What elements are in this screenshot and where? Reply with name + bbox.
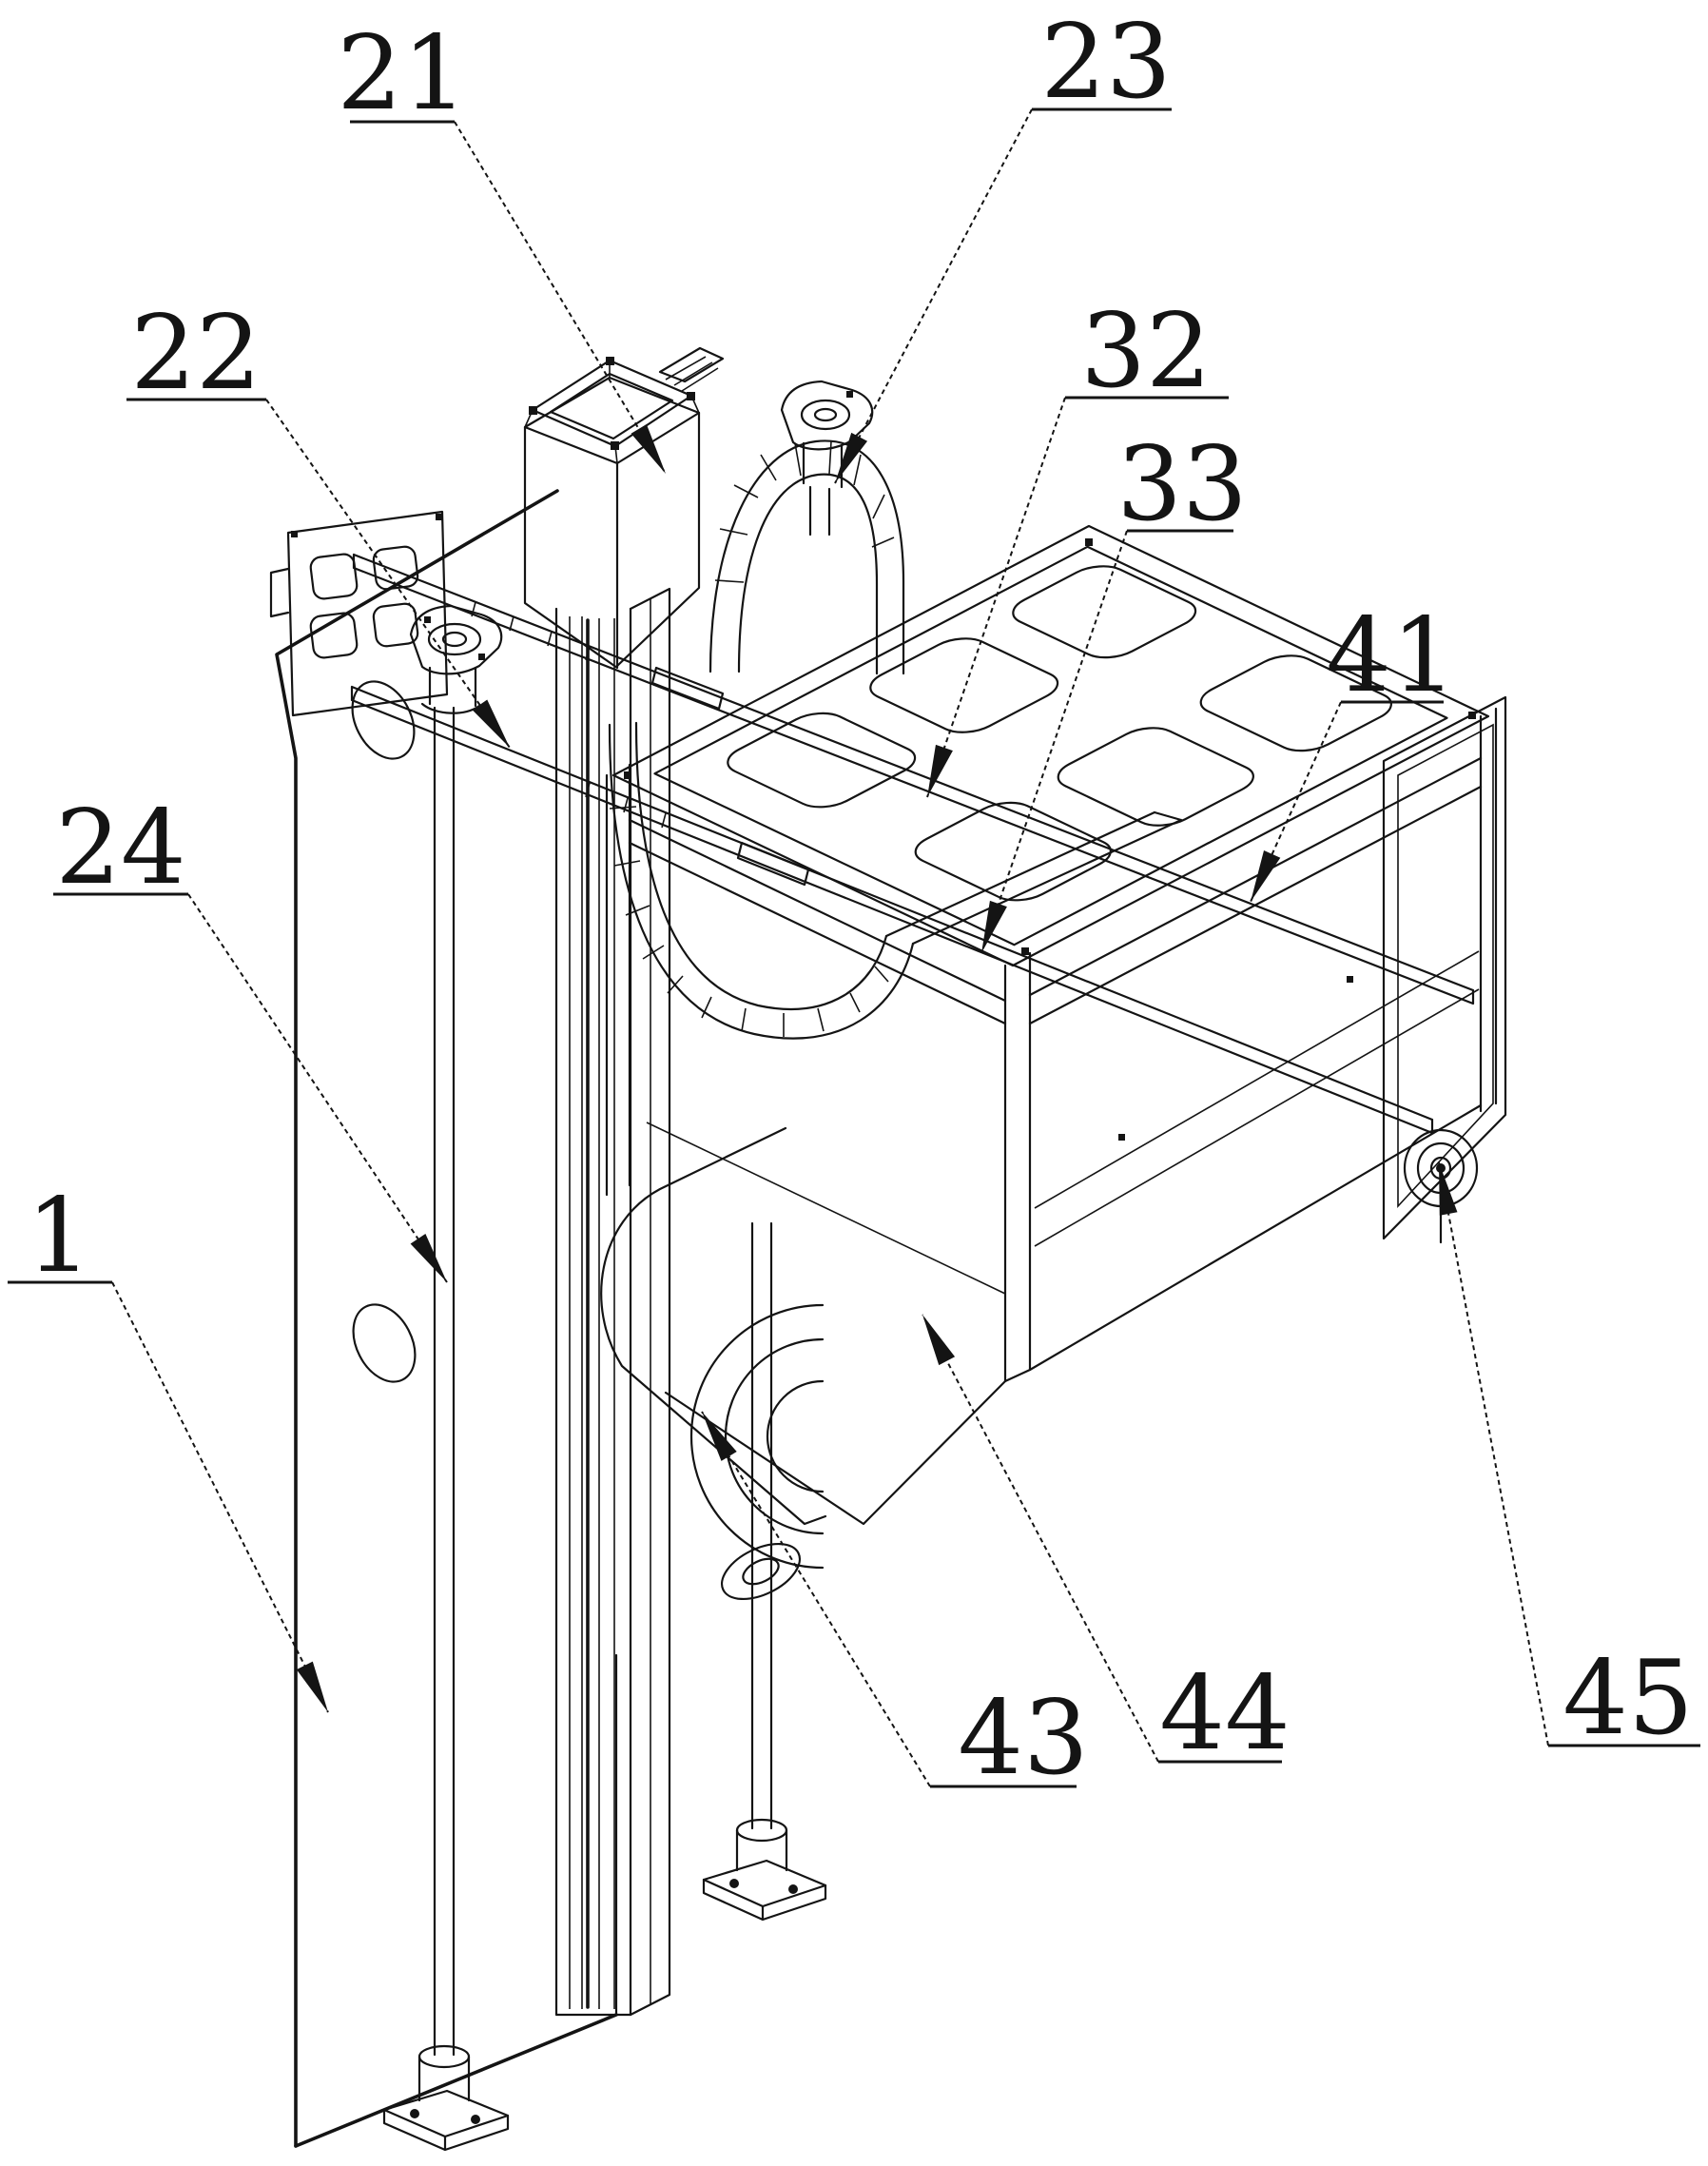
ref-label-group-44: 44 — [922, 1314, 1291, 1773]
panel-hole-lower — [352, 1303, 417, 1383]
ref-number-32: 32 — [1080, 292, 1211, 411]
cross-rail-upper — [352, 553, 1475, 1005]
pallet-table-frame — [613, 526, 1488, 966]
ref-number-43: 43 — [958, 1679, 1088, 1798]
ref-arrowhead-1 — [296, 1661, 328, 1712]
ref-number-45: 45 — [1562, 1639, 1693, 1758]
frame-cutout — [1188, 650, 1404, 757]
ref-leader-32 — [926, 397, 1066, 798]
ref-number-1: 1 — [27, 1177, 92, 1296]
leveling-foot-left — [382, 2044, 510, 2152]
ref-arrowhead-23 — [835, 432, 868, 483]
ref-arrowhead-44 — [922, 1315, 956, 1366]
ref-leader-33 — [980, 530, 1128, 954]
ref-leader-23 — [834, 108, 1033, 484]
guide-rod-left — [433, 706, 456, 2057]
lift-column — [554, 587, 671, 2017]
frame-cutout — [903, 796, 1123, 907]
ref-arrowhead-33 — [981, 900, 1007, 953]
cable-carrier-mid — [608, 721, 1183, 1040]
ref-leader-44 — [922, 1314, 1159, 1763]
ref-number-33: 33 — [1116, 425, 1247, 544]
panel-hole-upper — [351, 680, 416, 760]
ref-number-44: 44 — [1159, 1654, 1290, 1773]
end-plate — [1382, 695, 1507, 1240]
frame-cutout — [858, 633, 1070, 739]
guide-rod-right — [750, 1221, 773, 1830]
ref-label-group-45: 45 — [1438, 1161, 1700, 1758]
ref-number-41: 41 — [1326, 596, 1456, 715]
lift-motor — [523, 346, 725, 670]
frame-cutout — [715, 707, 927, 813]
frame-cutout — [1000, 560, 1208, 664]
ref-number-21: 21 — [337, 14, 467, 133]
ref-leader-1 — [111, 1281, 329, 1713]
top-flange-right — [780, 380, 874, 537]
leveling-foot-right — [702, 1818, 827, 1922]
ref-number-23: 23 — [1040, 3, 1171, 122]
ref-label-group-43: 43 — [701, 1411, 1089, 1798]
ref-leader-45 — [1438, 1161, 1549, 1746]
slider-bracket — [269, 510, 449, 717]
reference-labels-layer: 1 21 22 23 24 32 33 41 43 44 45 — [8, 3, 1700, 1798]
ref-label-group-23: 23 — [834, 3, 1172, 484]
cross-rail-lower — [350, 685, 1434, 1135]
ref-number-22: 22 — [130, 294, 261, 413]
ref-label-group-33: 33 — [980, 425, 1248, 954]
ref-label-group-41: 41 — [1250, 596, 1457, 903]
motor-connector-fins — [658, 346, 725, 392]
ref-arrowhead-45 — [1439, 1162, 1458, 1216]
ref-arrowhead-32 — [927, 744, 953, 797]
ref-label-group-24: 24 — [53, 789, 448, 1283]
ref-label-group-32: 32 — [926, 292, 1229, 798]
screw-top-flange — [409, 604, 503, 714]
ref-arrowhead-22 — [472, 699, 510, 748]
side-panel — [1028, 756, 1483, 1372]
ref-label-group-21: 21 — [337, 14, 667, 475]
frame-cutout — [1045, 722, 1266, 832]
ref-number-24: 24 — [55, 789, 185, 907]
conveyor-side-frame — [628, 818, 1007, 1526]
ref-leader-22 — [265, 399, 511, 749]
ref-leader-43 — [701, 1411, 931, 1787]
ref-label-group-1: 1 — [8, 1177, 329, 1713]
ref-label-group-22: 22 — [126, 294, 511, 749]
ref-arrowhead-41 — [1251, 849, 1281, 902]
corner-posts — [605, 707, 1498, 1383]
belt-drive-housing — [600, 1126, 827, 1601]
cable-carrier-top — [708, 439, 905, 675]
ref-leader-24 — [187, 893, 448, 1283]
ref-arrowhead-43 — [702, 1412, 737, 1461]
ref-arrowhead-21 — [631, 423, 666, 474]
ref-arrowhead-24 — [410, 1233, 447, 1282]
